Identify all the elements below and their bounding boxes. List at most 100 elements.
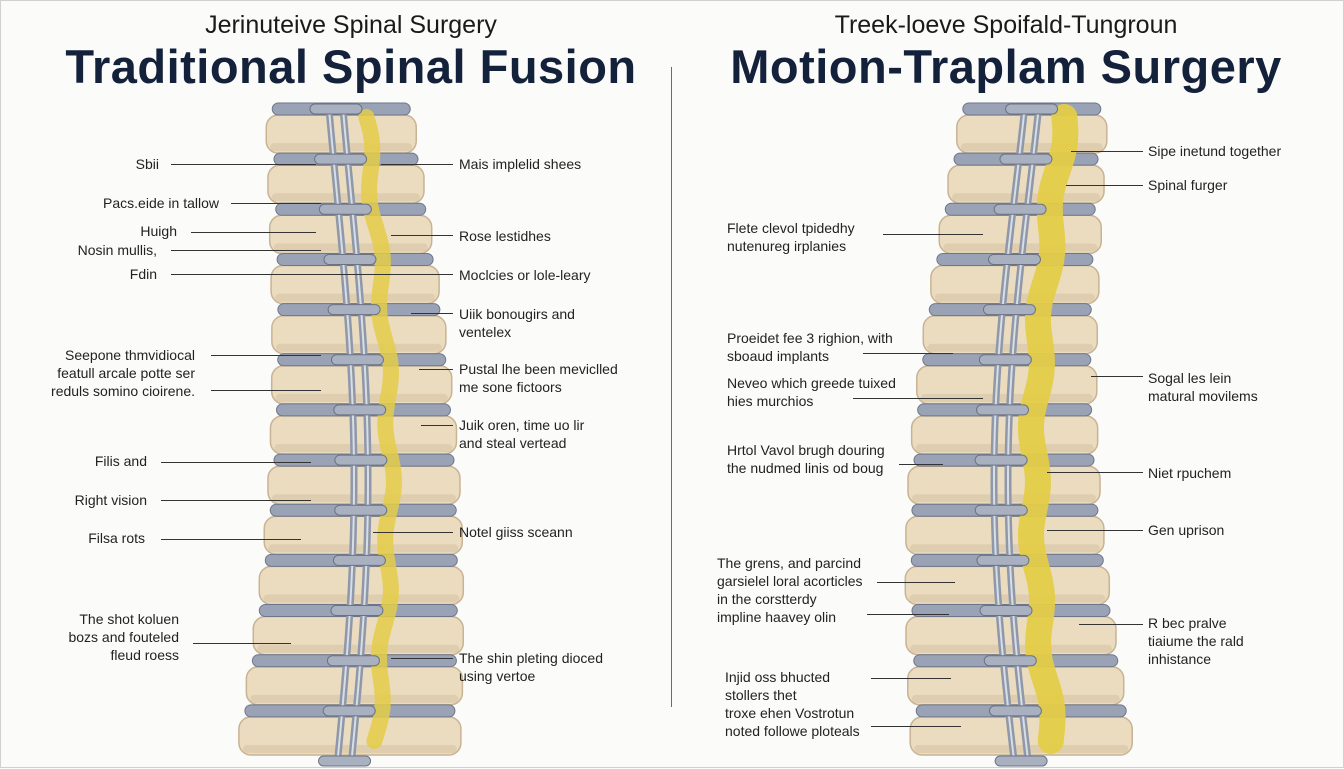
right-label-l2: Proeidet fee 3 righion, with sboaud impl… bbox=[727, 330, 893, 364]
pedicle-screw bbox=[323, 253, 377, 265]
right-label-l5: The grens, and parcind garsielel loral a… bbox=[717, 555, 863, 625]
leader-line bbox=[867, 614, 949, 615]
leader-line bbox=[193, 643, 291, 644]
leader-line bbox=[373, 532, 453, 533]
leader-line bbox=[171, 250, 321, 251]
right-label-l1: Flete clevol tpidedhy nutenureg irplanie… bbox=[727, 220, 855, 254]
leader-line bbox=[1079, 624, 1143, 625]
leader-line bbox=[381, 164, 453, 165]
leader-line bbox=[419, 369, 453, 370]
leader-line bbox=[853, 398, 983, 399]
leader-line bbox=[391, 658, 453, 659]
leader-line bbox=[1047, 472, 1143, 473]
leader-line bbox=[1091, 376, 1143, 377]
left-label-l7: Filis and bbox=[94, 453, 147, 469]
left-label-r3: Moclcies or lole-leary bbox=[459, 267, 591, 283]
right-label-r6: R bec pralve tiaiume the rald inhistance bbox=[1148, 615, 1244, 667]
leader-line bbox=[421, 425, 453, 426]
leader-line bbox=[191, 232, 316, 233]
left-label-r5: Pustal lhe been meviclled me sone fictoo… bbox=[459, 361, 618, 395]
pedicle-screw bbox=[988, 705, 1042, 717]
pedicle-screw bbox=[999, 153, 1053, 165]
pedicle-screw bbox=[333, 404, 387, 416]
pedicle-screw bbox=[976, 554, 1030, 566]
pedicle-screw bbox=[326, 655, 380, 667]
leader-line bbox=[161, 539, 301, 540]
right-label-r4: Niet rpuchem bbox=[1148, 465, 1232, 481]
left-label-l1: Sbii bbox=[135, 156, 159, 172]
left-label-r7: Notel giiss sceann bbox=[459, 524, 573, 540]
left-label-r1: Mais implelid shees bbox=[459, 156, 582, 172]
right-label-l3: Neveo which greede tuixed hies murchios bbox=[727, 375, 896, 409]
left-subtitle: Jerinuteive Spinal Surgery bbox=[205, 11, 497, 39]
left-label-l9: Filsa rots bbox=[88, 530, 145, 546]
right-label-r5: Gen uprison bbox=[1148, 522, 1225, 538]
left-label-r2: Rose lestidhes bbox=[459, 228, 551, 244]
left-label-l3: Huigh bbox=[140, 223, 177, 239]
left-label-l5: Fdin bbox=[129, 266, 157, 282]
leader-line bbox=[161, 462, 311, 463]
left-title: Traditional Spinal Fusion bbox=[65, 40, 637, 93]
leader-line bbox=[211, 355, 321, 356]
leader-line bbox=[863, 353, 953, 354]
leader-line bbox=[877, 582, 955, 583]
leader-line bbox=[171, 164, 316, 165]
right-label-l6: Injid oss bhucted stollers thet troxe eh… bbox=[725, 669, 860, 739]
pedicle-screw bbox=[314, 153, 368, 165]
pedicle-screw bbox=[327, 304, 381, 316]
leader-line bbox=[391, 235, 453, 236]
right-spine-illustration bbox=[904, 102, 1133, 767]
bone-graft bbox=[358, 109, 402, 749]
leader-line bbox=[1066, 185, 1143, 186]
pedicle-screw bbox=[318, 203, 372, 215]
leader-line bbox=[883, 234, 983, 235]
leader-line bbox=[231, 203, 321, 204]
leader-line bbox=[401, 274, 453, 275]
pedicle-screw bbox=[318, 755, 372, 767]
leader-line bbox=[171, 274, 451, 275]
pedicle-screw bbox=[1005, 103, 1059, 115]
pedicle-screw bbox=[994, 755, 1048, 767]
leader-line bbox=[871, 678, 951, 679]
pedicle-screw bbox=[309, 103, 363, 115]
leader-line bbox=[1047, 530, 1143, 531]
left-label-l4: Nosin mullis, bbox=[77, 242, 157, 258]
pedicle-screw bbox=[982, 304, 1036, 316]
pedicle-screw bbox=[979, 605, 1033, 617]
pedicle-screw bbox=[332, 554, 386, 566]
leader-line bbox=[211, 390, 321, 391]
right-label-r3: Sogal les lein matural movilems bbox=[1148, 370, 1258, 404]
left-label-r6: Juik oren, time uo lir and steal vertead bbox=[459, 417, 585, 451]
pedicle-screw bbox=[330, 354, 384, 366]
center-divider bbox=[671, 67, 672, 707]
left-spine-illustration bbox=[238, 102, 465, 767]
left-label-l8: Right vision bbox=[74, 492, 147, 508]
pedicle-screw bbox=[334, 504, 388, 516]
right-label-r1: Sipe inetund together bbox=[1148, 143, 1282, 159]
pedicle-screw bbox=[976, 404, 1030, 416]
bone-graft bbox=[1017, 104, 1079, 754]
pedicle-screw bbox=[322, 705, 376, 717]
pedicle-screw bbox=[993, 203, 1047, 215]
left-label-r4: Uiik bonougirs and ventelex bbox=[459, 306, 575, 340]
left-label-r8: The shin pleting dioced using vertoe bbox=[459, 650, 603, 684]
leader-line bbox=[161, 500, 311, 501]
pedicle-screw bbox=[974, 454, 1028, 466]
leader-line bbox=[1071, 151, 1143, 152]
left-label-l2: Pacs.eide in tallow bbox=[103, 195, 219, 211]
pedicle-screw bbox=[978, 354, 1032, 366]
pedicle-screw bbox=[974, 504, 1028, 516]
leader-line bbox=[899, 464, 943, 465]
leader-line bbox=[871, 726, 961, 727]
right-label-l4: Hrtol Vavol brugh douring the nudmed lin… bbox=[727, 442, 885, 476]
leader-line bbox=[411, 313, 453, 314]
right-subtitle: Treek-loeve Spoifald-Tungroun bbox=[834, 11, 1178, 39]
pedicle-screw bbox=[334, 454, 388, 466]
right-title: Motion-Traplam Surgery bbox=[730, 40, 1282, 93]
pedicle-screw bbox=[987, 253, 1041, 265]
left-label-l6: Seepone thmvidiocal featull arcale potte… bbox=[51, 347, 195, 399]
pedicle-screw bbox=[330, 605, 384, 617]
right-label-r2: Spinal furger bbox=[1148, 177, 1228, 193]
